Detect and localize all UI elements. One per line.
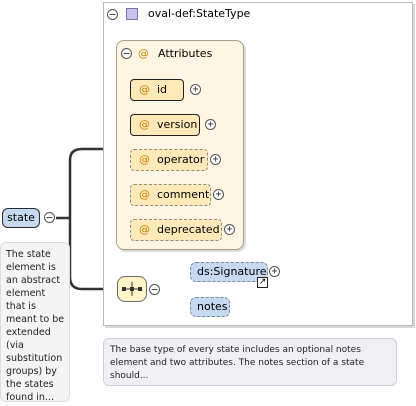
expand-icon[interactable]: + <box>224 224 235 235</box>
type-documentation: The base type of every state includes an… <box>103 338 397 386</box>
attribute-label: operator <box>157 153 205 166</box>
attributes-title: Attributes <box>158 47 213 60</box>
attribute-deprecated[interactable]: @ deprecated <box>130 219 222 241</box>
state-collapse-icon[interactable]: − <box>44 212 55 223</box>
attribute-comment[interactable]: @ comment <box>130 184 211 206</box>
attributes-group <box>116 40 244 250</box>
state-element[interactable]: state <box>2 208 40 228</box>
attribute-label: deprecated <box>157 223 220 236</box>
type-collapse-icon[interactable]: − <box>107 9 118 20</box>
attribute-icon: @ <box>139 83 150 96</box>
attribute-id[interactable]: @ id <box>130 79 184 101</box>
attribute-icon: @ <box>139 223 150 236</box>
sequence-compositor[interactable] <box>117 276 147 302</box>
expand-icon[interactable]: + <box>269 266 280 277</box>
attribute-icon: @ <box>139 153 150 166</box>
reference-arrow-icon: ↗ <box>257 277 268 288</box>
attribute-label: comment <box>157 188 210 201</box>
expand-icon[interactable]: + <box>213 189 224 200</box>
type-title: oval-def:StateType <box>148 7 251 20</box>
signature-element[interactable]: ds:Signature <box>190 262 268 282</box>
attribute-label: version <box>157 118 198 131</box>
expand-icon[interactable]: + <box>205 119 216 130</box>
attributes-collapse-icon[interactable]: − <box>121 48 132 59</box>
attribute-version[interactable]: @ version <box>130 114 200 136</box>
sequence-icon <box>122 282 142 296</box>
expand-icon[interactable]: + <box>210 154 221 165</box>
attribute-icon: @ <box>138 47 149 60</box>
complex-type-icon <box>126 8 138 20</box>
attribute-icon: @ <box>139 188 150 201</box>
attribute-label: id <box>157 83 168 96</box>
attribute-icon: @ <box>139 118 150 131</box>
sequence-collapse-icon[interactable]: − <box>149 284 160 295</box>
notes-element[interactable]: notes <box>190 297 230 317</box>
expand-icon[interactable]: + <box>190 84 201 95</box>
attribute-operator[interactable]: @ operator <box>130 149 208 171</box>
state-documentation: The state element is an abstract element… <box>0 242 70 403</box>
